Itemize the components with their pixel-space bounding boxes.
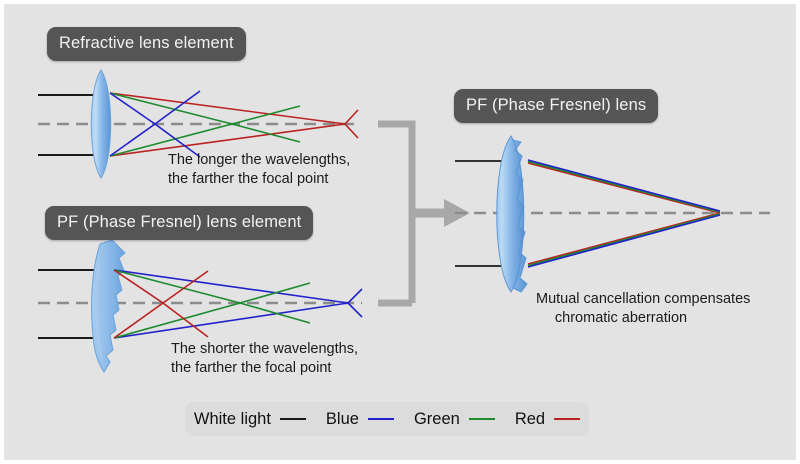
blue-rays-pf bbox=[113, 269, 363, 339]
phase-fresnel-caption-line2: the farther the focal point bbox=[171, 360, 332, 376]
phase-fresnel-panel-title: PF (Phase Fresnel) lens element bbox=[45, 206, 314, 240]
combined-panel-drawing bbox=[455, 135, 770, 293]
red-rays-refractive bbox=[109, 92, 359, 157]
pf-lens-element-highlight bbox=[94, 249, 104, 365]
refractive-caption-line1: The longer the wavelengths, bbox=[168, 152, 351, 168]
phase-fresnel-caption-line1: The shorter the wavelengths, bbox=[171, 341, 358, 357]
legend-item-green: Green bbox=[414, 410, 495, 429]
legend-swatch-red bbox=[554, 418, 581, 420]
legend-item-red: Red bbox=[514, 409, 581, 429]
red-rays-pf bbox=[113, 269, 209, 339]
green-rays-pf bbox=[113, 269, 311, 339]
blue-rays-refractive bbox=[109, 90, 201, 158]
phase-fresnel-panel-drawing bbox=[38, 239, 363, 373]
refractive-caption-line2: the farther the focal point bbox=[168, 171, 329, 187]
legend-item-blue: Blue bbox=[326, 410, 394, 429]
combined-caption-line1: Mutual cancellation compensates bbox=[536, 291, 751, 307]
combined-panel-title: PF (Phase Fresnel) lens bbox=[454, 89, 659, 123]
green-rays-refractive bbox=[109, 92, 301, 157]
corrected-rays-combined bbox=[527, 159, 721, 268]
refractive-panel-drawing bbox=[38, 69, 359, 179]
refractive-panel-title: Refractive lens element bbox=[47, 27, 246, 61]
legend-label-blue: Blue bbox=[325, 409, 359, 428]
legend-swatch-blue bbox=[367, 418, 394, 420]
refractive-lens-glass bbox=[90, 69, 112, 179]
legend-swatch-green bbox=[468, 418, 495, 420]
legend-label-green: Green bbox=[413, 409, 460, 428]
legend-item-white-light: White light bbox=[194, 410, 306, 429]
combined-caption-line2: chromatic aberration bbox=[554, 310, 688, 326]
legend-label-red: Red bbox=[514, 409, 546, 428]
combined-lens-pf-element bbox=[512, 139, 528, 293]
legend-label-white-light: White light bbox=[193, 409, 271, 428]
legend: White light Blue Green Red bbox=[185, 402, 589, 436]
legend-swatch-white-light bbox=[279, 418, 306, 420]
